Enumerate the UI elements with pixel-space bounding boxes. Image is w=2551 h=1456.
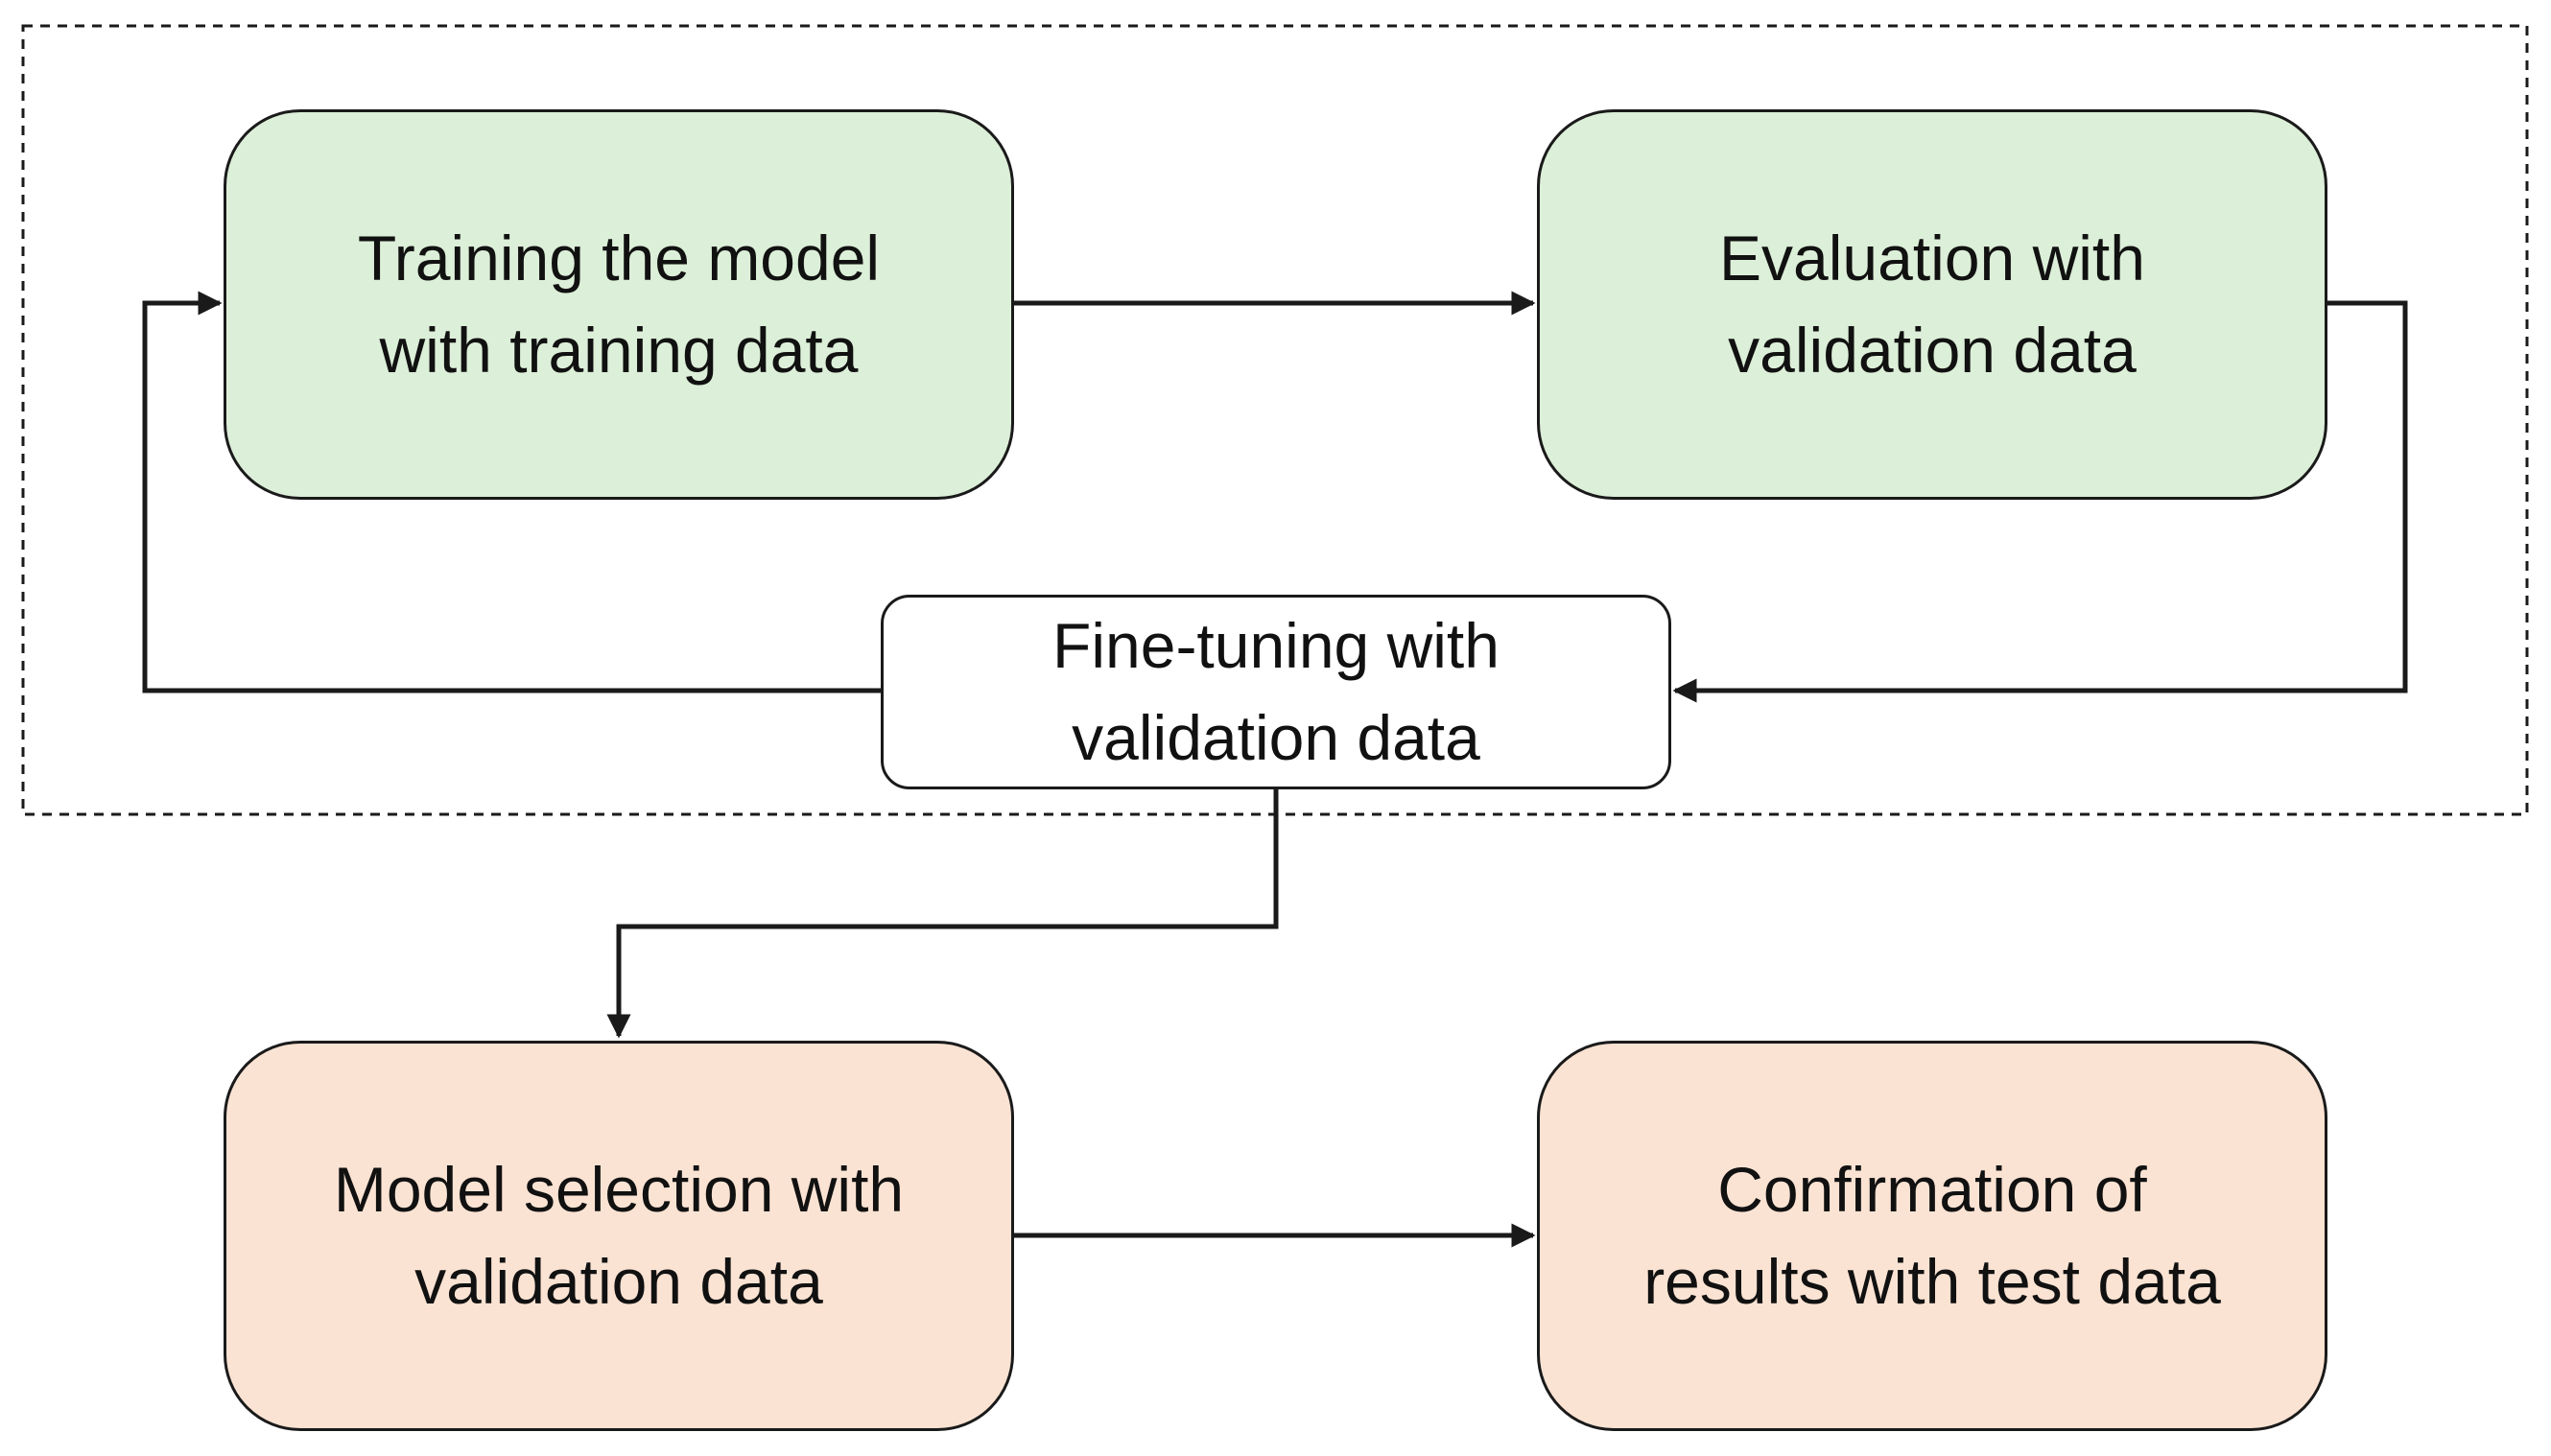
evaluation-node-line-1: Evaluation with — [1719, 222, 2145, 294]
confirmation-node-label: Confirmation of results with test data — [1643, 1144, 2221, 1327]
evaluation-node-line-2: validation data — [1728, 314, 2137, 386]
model-selection-node-line-2: validation data — [414, 1245, 823, 1317]
arrow-finetune-to-selection — [606, 789, 1279, 1039]
finetune-node-line-2: validation data — [1072, 701, 1480, 773]
training-node: Training the model with training data — [224, 109, 1014, 500]
model-selection-node-line-1: Model selection with — [333, 1153, 905, 1225]
evaluation-node-label: Evaluation with validation data — [1719, 213, 2145, 396]
finetune-node: Fine-tuning with validation data — [881, 595, 1671, 789]
confirmation-node-line-2: results with test data — [1643, 1245, 2221, 1317]
finetune-node-label: Fine-tuning with validation data — [1052, 600, 1500, 784]
confirmation-node: Confirmation of results with test data — [1537, 1041, 2327, 1431]
training-node-line-1: Training the model — [357, 222, 881, 294]
training-node-label: Training the model with training data — [358, 213, 880, 396]
model-selection-node: Model selection with validation data — [224, 1041, 1014, 1431]
confirmation-node-line-1: Confirmation of — [1717, 1153, 2147, 1225]
finetune-node-line-1: Fine-tuning with — [1052, 609, 1500, 681]
arrow-finetune-to-training — [142, 291, 881, 693]
evaluation-node: Evaluation with validation data — [1537, 109, 2327, 500]
model-selection-node-label: Model selection with validation data — [334, 1144, 904, 1327]
training-node-line-2: with training data — [379, 314, 859, 386]
arrow-evaluation-to-finetune — [1672, 300, 2408, 703]
